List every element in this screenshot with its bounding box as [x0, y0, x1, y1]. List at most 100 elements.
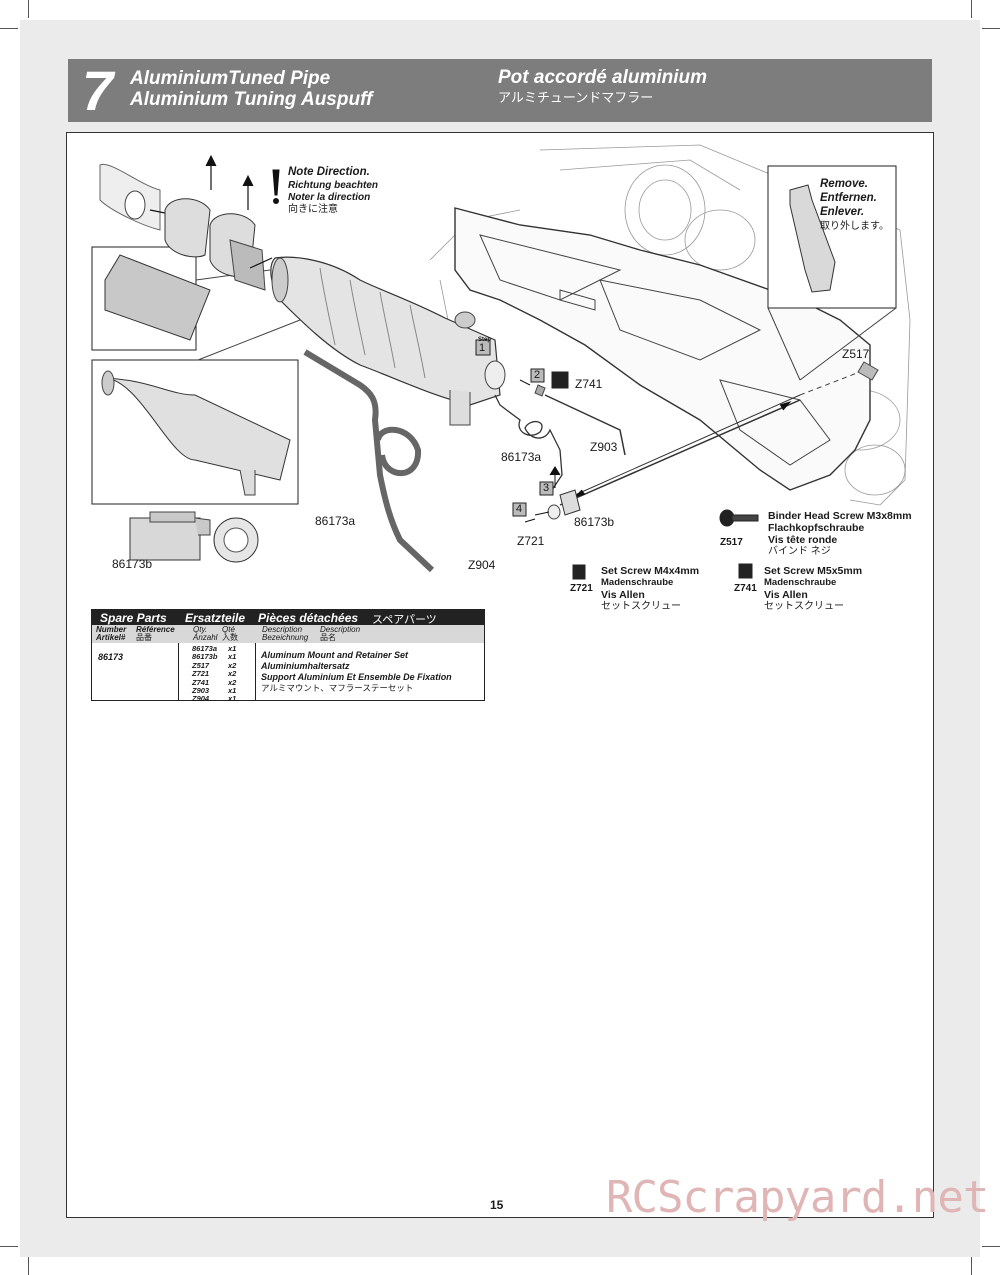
legend-z721-fr: Vis Allen: [601, 589, 645, 601]
step-title-right: Pot accordé aluminium アルミチューンドマフラー: [498, 67, 707, 107]
page-number: 15: [490, 1198, 504, 1212]
mount-86173b: [559, 489, 581, 516]
desc-jp: アルミマウント、マフラーステーセット: [261, 683, 414, 693]
legend-z721: Set Screw M4x4mm Madenschraube Vis Allen…: [601, 565, 699, 613]
col-description: Description: [262, 625, 303, 634]
spare-parts-table: Spare Parts Ersatzteile Pièces détachées…: [91, 609, 485, 704]
legend-z741-fr: Vis Allen: [764, 589, 808, 601]
legend-z517-jp: バインド ネジ: [768, 546, 831, 557]
legend-z721-code: Z721: [570, 583, 593, 594]
screw-icon-z517: [719, 509, 759, 527]
step-number-3: 3: [543, 482, 550, 494]
pipe-inset-body: [104, 377, 291, 481]
content-code: Z903: [192, 685, 210, 695]
spring-86173a: [494, 394, 563, 491]
spare-part-number: 86173: [98, 652, 124, 662]
crop-mark: [28, 0, 29, 18]
step-header: 7 AluminiumTuned Pipe Aluminium Tuning A…: [68, 59, 932, 122]
step-number-4: 4: [516, 503, 523, 515]
content-qty: x1: [228, 652, 237, 662]
content-qty: x1: [228, 694, 237, 704]
step-title-de: Aluminium Tuning Auspuff: [130, 89, 373, 110]
content-code: 86173b: [192, 652, 218, 662]
legend-z741-code: Z741: [734, 583, 757, 594]
step-box-1: [475, 339, 491, 356]
col-bezeichnung: Bezeichnung: [262, 633, 309, 642]
content-qty: x2: [228, 677, 237, 687]
removed-stay-part: [789, 184, 836, 293]
col-qte-jp: 入数: [222, 633, 238, 642]
spare-description: Aluminum Mount and Retainer Set Aluminiu…: [261, 650, 452, 694]
remove-en: Remove.: [820, 178, 868, 190]
step-title-fr: Pot accordé aluminium: [498, 67, 708, 88]
col-artikel: Artikel#: [96, 633, 126, 642]
step-tag-label: Step: [478, 337, 492, 343]
note-direction-fr: Noter la direction: [288, 192, 371, 203]
legend-z721-de: Madenschraube: [601, 577, 674, 588]
legend-z721-jp: セットスクリュー: [601, 601, 681, 612]
legend-z517-code: Z517: [720, 537, 743, 548]
step-title-left: AluminiumTuned Pipe Aluminium Tuning Aus…: [130, 68, 372, 110]
legend-z517-en: Binder Head Screw M3x8mm: [768, 510, 912, 522]
screw-icon-z741: [738, 563, 753, 579]
content-qty: x1: [228, 685, 237, 695]
screw-icon-z721: [572, 564, 586, 580]
legend-z517-fr: Vis tête ronde: [768, 534, 838, 546]
remove-jp: 取り外します。: [820, 221, 889, 232]
gasket-section: [104, 254, 211, 341]
crop-mark: [28, 1257, 29, 1275]
crop-mark: [0, 1246, 18, 1247]
legend-z741-de: Madenschraube: [764, 577, 837, 588]
crop-mark: [971, 0, 972, 18]
callout-z904: Z904: [468, 558, 496, 572]
step-box-4: [512, 502, 527, 517]
remove-fr: Enlever.: [820, 206, 865, 218]
content-code: 86173a: [192, 644, 218, 653]
col-reference: Référence: [136, 625, 175, 634]
col-reference-jp: 品番: [136, 633, 152, 642]
col-number: Number: [96, 625, 127, 634]
callout-86173b-right: 86173b: [574, 515, 615, 529]
crop-mark: [982, 28, 1000, 29]
col-anzahl: Anzahl: [193, 633, 218, 642]
wire-stay-z904: [303, 349, 435, 573]
column-divider: [178, 643, 179, 700]
spare-parts-subheader: Number Artikel# Référence 品番 Qty. Anzahl…: [92, 625, 484, 643]
screw-icon-z741-callout: [551, 371, 569, 389]
callout-z741: Z741: [575, 377, 603, 391]
content-code: Z721: [192, 669, 210, 679]
remove-de: Entfernen.: [820, 192, 877, 204]
desc-de: Aluminiumhaltersatz: [261, 661, 350, 671]
legend-z721-en: Set Screw M4x4mm: [601, 565, 700, 577]
callout-86173a-left: 86173a: [315, 514, 356, 528]
spare-parts-header: Spare Parts Ersatzteile Pièces détachées…: [92, 610, 484, 626]
content-qty: x1: [228, 644, 237, 653]
spare-header-de: Ersatzteile: [185, 611, 246, 625]
note-direction-jp: 向きに注意: [288, 204, 338, 215]
legend-z741-jp: セットスクリュー: [764, 601, 844, 612]
spare-header-fr: Pièces détachées: [258, 611, 359, 625]
chassis-plate: [454, 207, 871, 491]
part-86173b-mount: [129, 517, 201, 561]
remove-callout-box: [767, 165, 897, 309]
wire-stay-z903: [544, 394, 626, 456]
watermark: RCScrapyard.net: [606, 1172, 989, 1223]
step-title-en: AluminiumTuned Pipe: [130, 68, 331, 89]
col-qte: Qté: [222, 625, 235, 634]
content-code: Z517: [192, 660, 210, 670]
callout-z721: Z721: [517, 534, 545, 548]
crop-mark: [0, 28, 18, 29]
legend-z517-de: Flachkopfschraube: [768, 522, 865, 534]
note-direction-en: Note Direction.: [288, 166, 370, 178]
note-direction-de: Richtung beachten: [288, 180, 379, 191]
step-box-3: [539, 481, 554, 496]
desc-fr: Support Aluminium Et Ensemble De Fixatio…: [261, 672, 452, 682]
retainer-ring-1: [164, 198, 211, 258]
col-qty: Qty.: [193, 625, 208, 634]
legend-z741-en: Set Screw M5x5mm: [764, 565, 863, 577]
callout-z517: Z517: [842, 347, 870, 361]
callout-z903: Z903: [590, 440, 618, 454]
spare-header-jp: スペアパーツ: [372, 614, 437, 626]
col-description-jp: 品名: [320, 633, 336, 642]
